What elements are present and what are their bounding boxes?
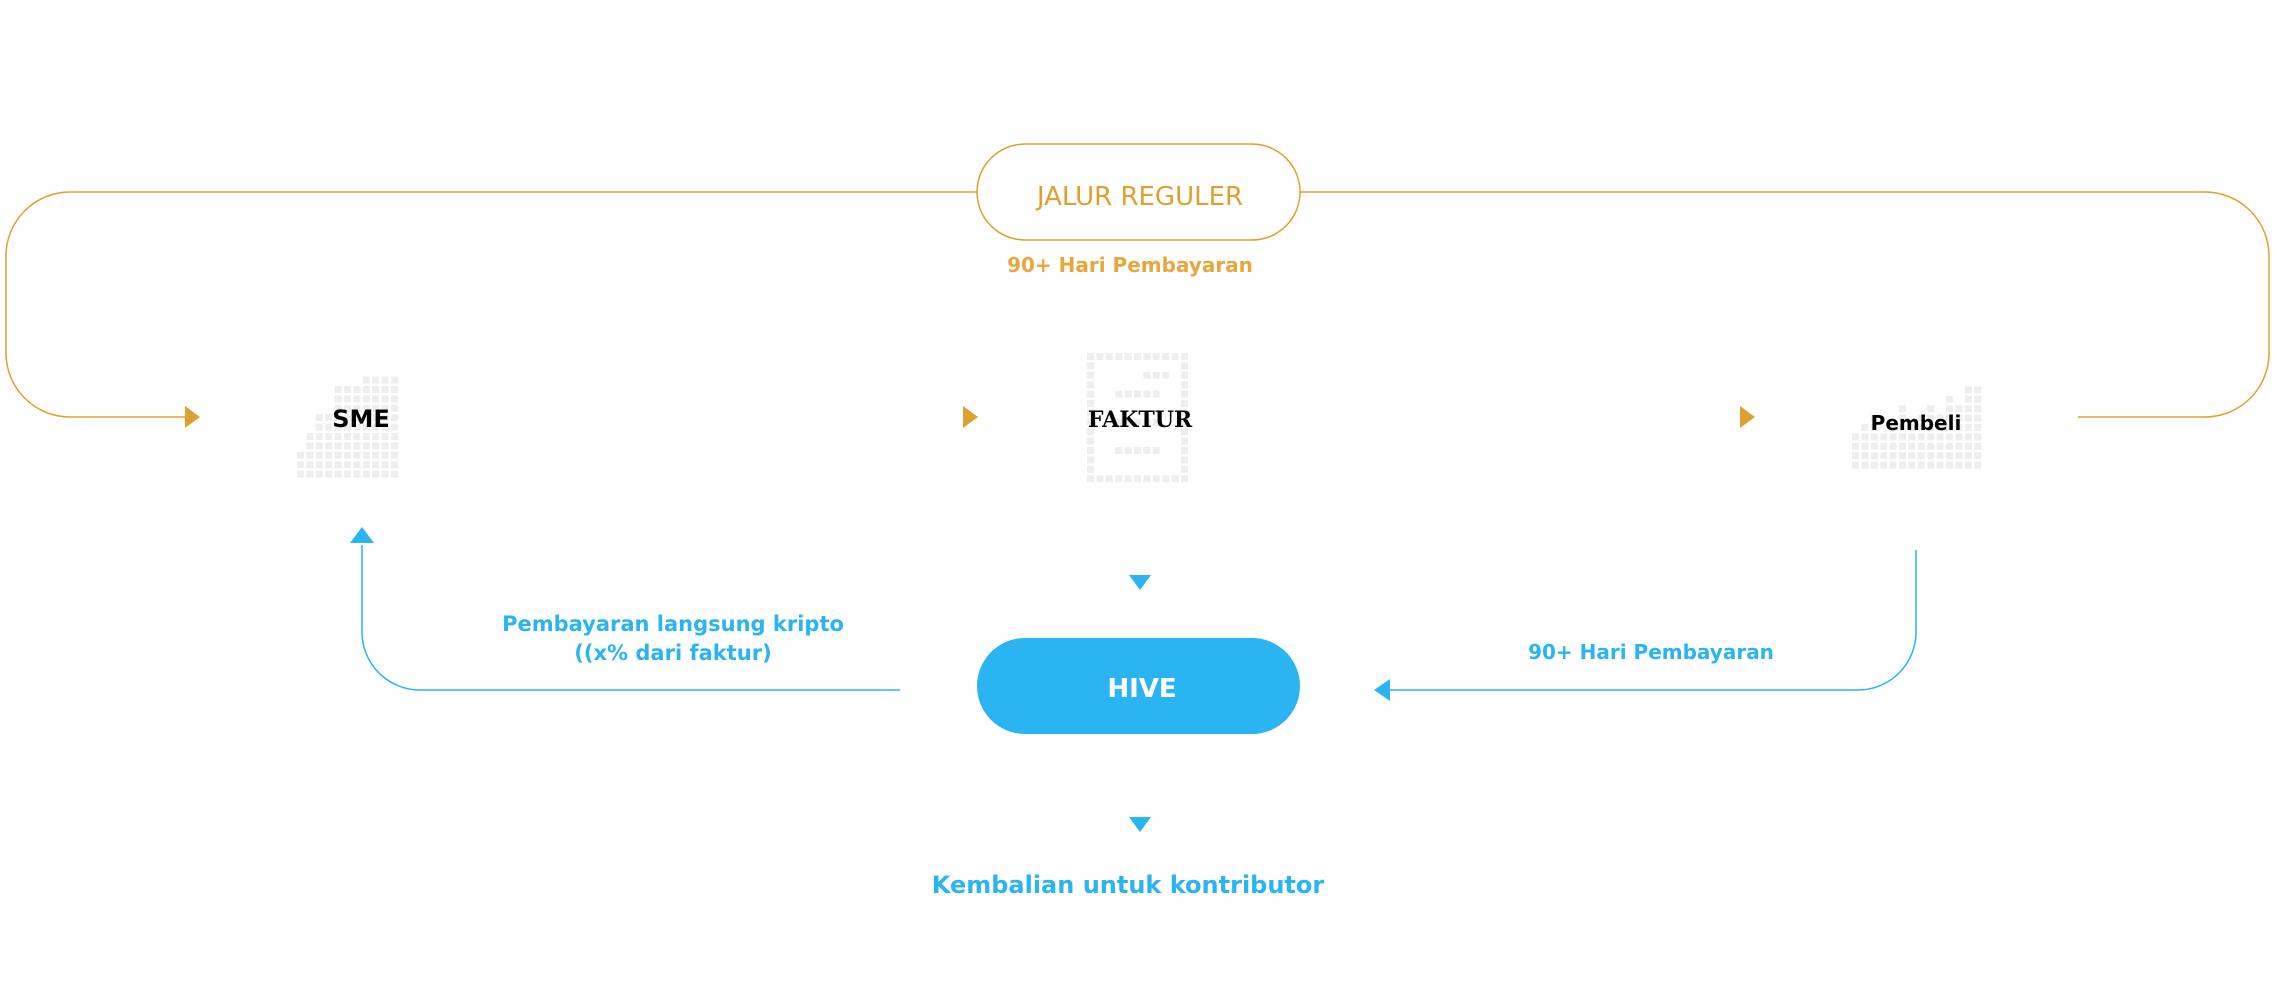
regular-route-label: JALUR REGULER <box>1035 182 1243 212</box>
buyer-payment-label: 90+ Hari Pembayaran <box>1528 640 1774 664</box>
arrow-to-invoice-icon <box>963 406 978 428</box>
sme-label: SME <box>332 405 390 433</box>
regular-route-line-left <box>5 191 980 418</box>
arrow-down-to-hive-icon <box>1129 575 1151 590</box>
returns-label: Kembalian untuk kontributor <box>932 871 1325 899</box>
arrow-to-buyer-icon <box>1740 406 1755 428</box>
document-icon <box>1087 353 1188 483</box>
arrow-up-to-sme-icon <box>350 527 374 543</box>
regular-route-pill <box>976 143 1301 241</box>
buyer-label: Pembeli <box>1871 411 1962 435</box>
arrow-to-sme-icon <box>185 406 200 428</box>
regular-route-sublabel: 90+ Hari Pembayaran <box>1007 253 1253 277</box>
hive-label: HIVE <box>1107 674 1176 704</box>
arrow-down-to-returns-icon <box>1129 817 1151 832</box>
direct-payment-line1: Pembayaran langsung kripto <box>502 612 844 636</box>
arrow-left-to-hive-icon <box>1374 679 1390 701</box>
direct-payment-line2: ((x% dari faktur) <box>574 641 771 665</box>
regular-route-line-right <box>1300 191 2270 418</box>
buyer-to-hive-line <box>1390 550 1917 691</box>
building-icon <box>297 376 398 478</box>
invoice-label: FAKTUR <box>1088 407 1193 433</box>
bar-chart-icon <box>1852 386 1982 469</box>
hive-to-sme-line <box>361 545 900 691</box>
hive-node <box>977 638 1300 734</box>
